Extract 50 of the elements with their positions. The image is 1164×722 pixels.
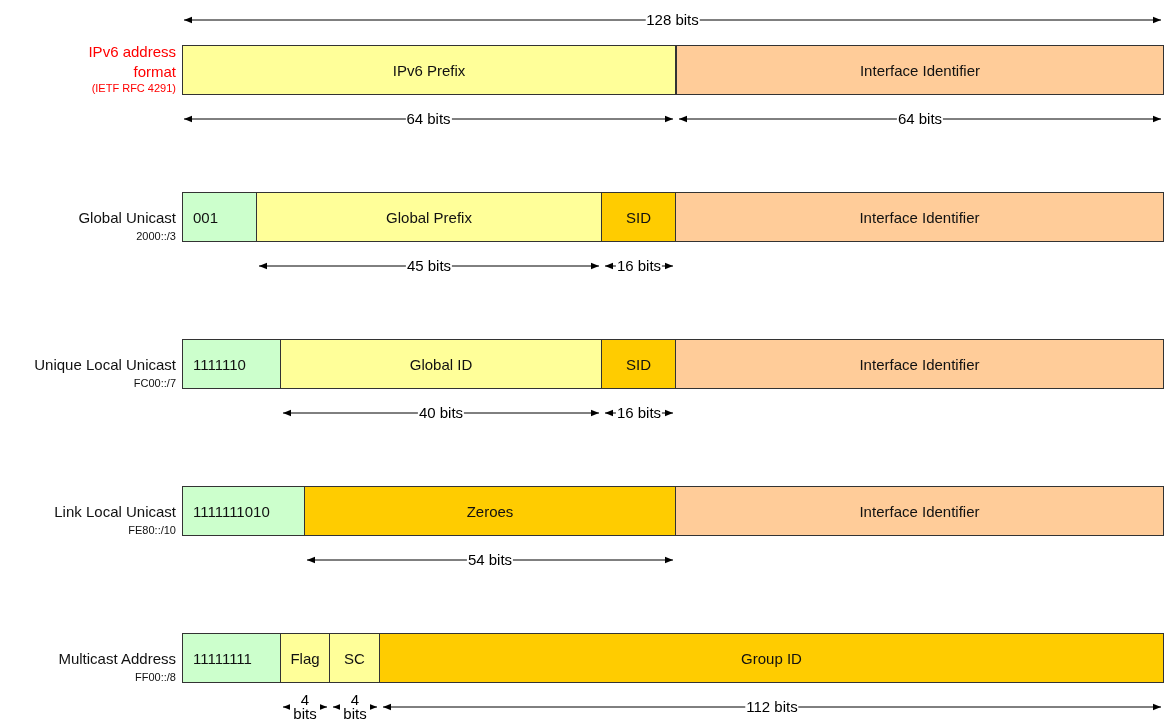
row-title: Unique Local Unicast [34,355,176,375]
dimension-label: 4 bits [340,693,370,721]
row-title: Link Local Unicast [54,502,176,522]
bit-field [379,633,1164,683]
row-title: Multicast Address [58,649,176,669]
field-label: Flag [290,649,320,667]
bit-field [280,633,330,683]
field-label: IPv6 Prefix [392,61,466,79]
dimension-label: 16 bits [615,406,663,420]
bit-field [329,633,380,683]
field-label: Zeroes [466,502,514,520]
field-label: SID [626,208,651,226]
bit-field [256,192,602,242]
bit-field [601,339,676,389]
field-label: 1111110 [193,355,246,373]
bit-field [182,633,281,683]
bit-field [304,486,676,536]
bit-field [676,45,1164,95]
dimension-label: 45 bits [405,259,453,273]
dimension-label: 64 bits [405,112,452,126]
field-label: Global ID [409,355,473,373]
dimension-label: 40 bits [417,406,465,420]
bit-field [280,339,602,389]
field-label: SID [626,355,651,373]
dimension-label: 64 bits [896,112,944,126]
field-label: Interface Identifier [859,208,980,226]
field-label: SC [344,649,365,667]
field-label: Interface Identifier [859,502,980,520]
field-label: 001 [193,208,219,226]
field-label: 1111111010 [193,502,270,520]
bit-field [182,192,257,242]
field-label: Global Prefix [386,208,472,226]
bit-field [182,45,676,95]
field-label: Interface Identifier [859,61,981,79]
bit-field [601,192,676,242]
dimension-label: 16 bits [615,259,663,273]
dimension-label: 54 bits [466,553,514,567]
row-title: IPv6 address format [87,42,176,82]
field-label: 11111111 [193,649,252,667]
dimension-label: 112 bits [745,700,799,714]
field-label: Interface Identifier [859,355,980,373]
bit-field [182,339,281,389]
bit-field [675,192,1164,242]
row-title: Global Unicast [78,208,176,228]
dimension-label: 128 bits [645,13,700,27]
bit-field [675,339,1164,389]
bit-field [675,486,1164,536]
dimension-label: 4 bits [290,693,320,721]
field-label: Group ID [741,649,802,667]
bit-field [182,486,305,536]
